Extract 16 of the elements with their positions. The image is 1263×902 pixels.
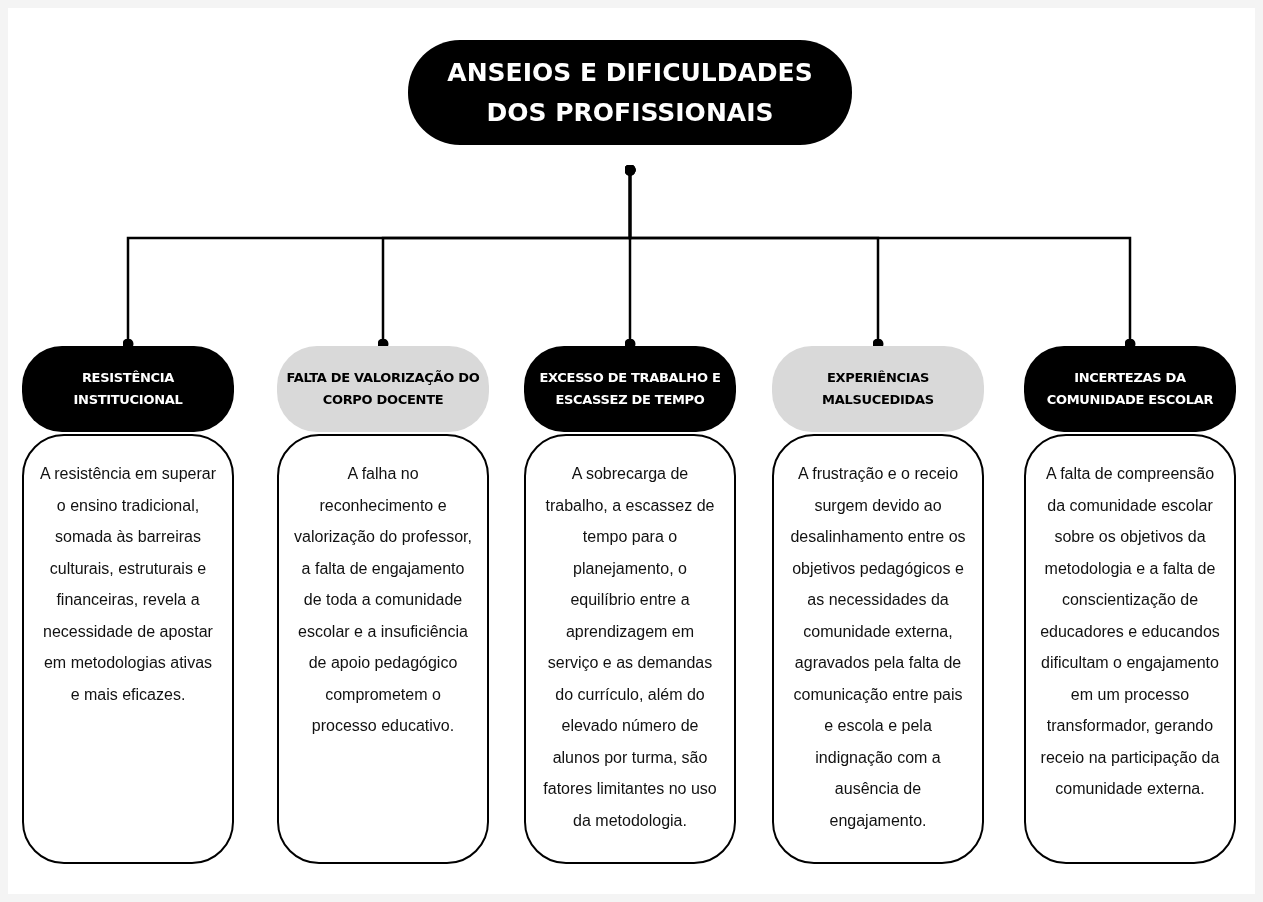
description-text: A frustração e o receio surgem devido ao desalinhamento entre os objetivos pedagógicos e as necessidades da comunidade externa, agravados pela falta de comunicação entre pais e escola e pela indignação com a ausência de engajamento. [789, 464, 967, 831]
text-card [1024, 434, 1236, 864]
text-card [524, 434, 736, 864]
heading-text: EXCESSO DE TRABALHO E ESCASSEZ DE TEMPO [538, 369, 722, 409]
heading-text: FALTA DE VALORIZAÇÃO DO CORPO DOCENTE [285, 369, 481, 409]
description-text: A falha no reconhecimento e valorização do professor, a falta de engajamento de toda a comunidade escolar e a insuficiência de apoio pedagógico comprometem o processo educativo. [293, 464, 473, 736]
text-card [277, 434, 489, 864]
heading-text: EXPERIÊNCIAS MALSUCEDIDAS [821, 369, 935, 409]
heading-text: ANSEIOS E DIFICULDADES DOS PROFISSIONAIS [446, 56, 814, 129]
heading-text: INCERTEZAS DA COMUNIDADE ESCOLAR [1045, 369, 1215, 409]
description-text: A falta de compreensão da comunidade escolar sobre os objetivos da metodologia e a falta de conscientização de educadores e educandos dificultam o engajamento em um processo transformador, gerando receio na participação da comunidade externa. [1040, 464, 1220, 799]
description-text: A resistência em superar o ensino tradicional, somada às barreiras culturais, estruturais e financeiras, revela a necessidade de apostar em metodologias ativas e mais eficazes. [38, 464, 218, 705]
text-card [22, 434, 234, 864]
heading-text: RESISTÊNCIA INSTITUCIONAL [72, 369, 184, 409]
description-text: A sobrecarga de trabalho, a escassez de tempo para o planejamento, o equilíbrio entre a aprendizagem em serviço e as demandas do currículo, além do elevado número de alunos por turma, são fatores limitantes no uso da metodologia. [542, 464, 718, 831]
text-card [772, 434, 984, 864]
